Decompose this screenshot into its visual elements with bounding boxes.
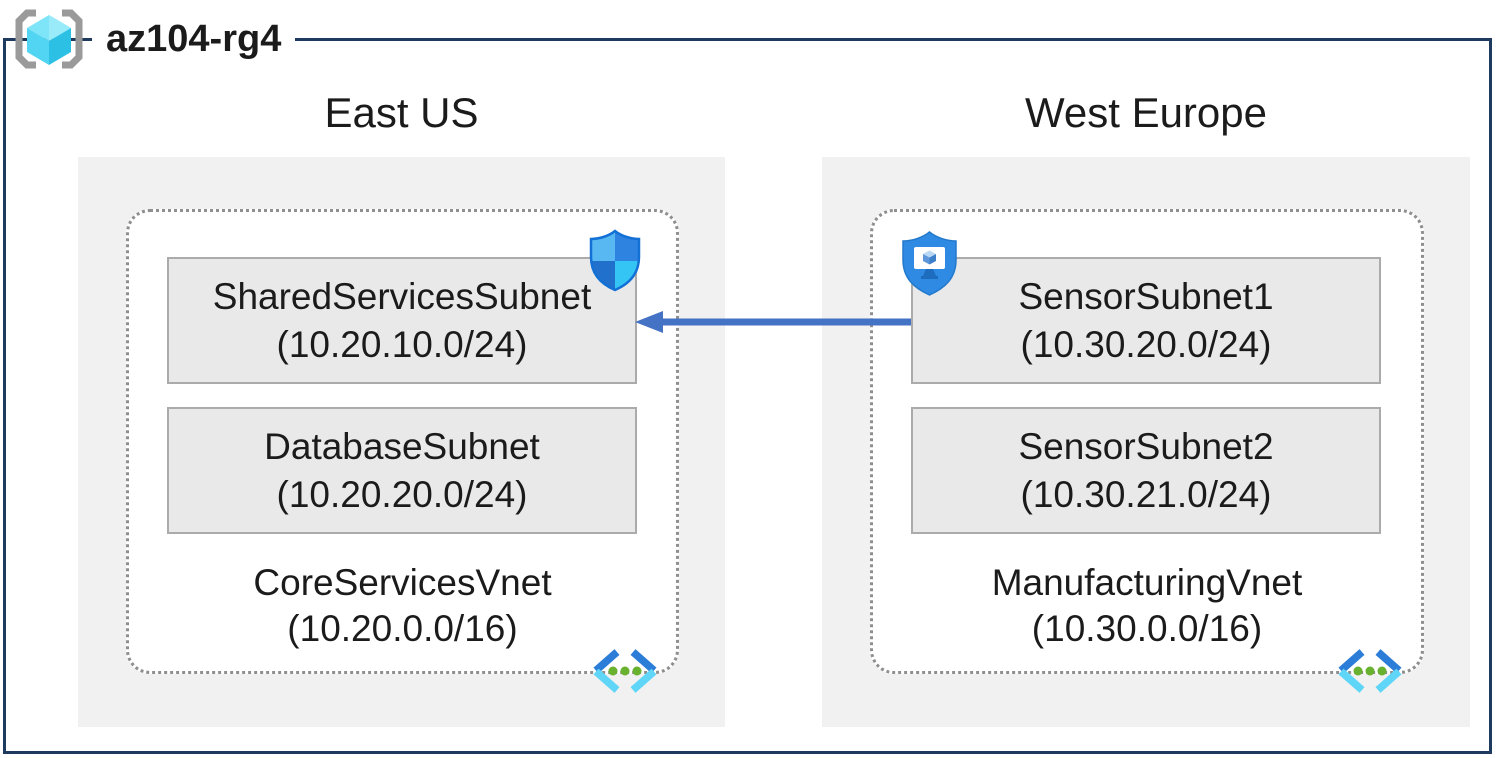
virtual-network-icon: [593, 649, 657, 693]
resource-group-header: az104-rg4: [10, 6, 296, 72]
vnet-name: ManufacturingVnet: [991, 562, 1303, 603]
shield-monitor-icon: [902, 231, 957, 296]
resource-group-title: az104-rg4: [92, 7, 296, 71]
resource-group-boundary: [3, 38, 1492, 754]
vnet-coreservices: SharedServicesSubnet (10.20.10.0/24) Dat…: [126, 209, 679, 693]
subnet-name: SensorSubnet2: [1018, 425, 1274, 467]
virtual-network-icon: [1338, 649, 1402, 693]
subnet-cidr: (10.30.20.0/24): [1020, 323, 1272, 365]
subnet-name: DatabaseSubnet: [264, 425, 540, 467]
resource-group-icon: [15, 9, 83, 69]
region-label-east-us: East US: [324, 89, 479, 136]
vnet-label-manufacturing: ManufacturingVnet (10.30.0.0/16): [873, 560, 1421, 652]
vnet-cidr: (10.30.0.0/16): [1031, 608, 1263, 649]
vnet-manufacturing: SensorSubnet1 (10.30.20.0/24) SensorSubn…: [870, 209, 1424, 693]
region-label-west-europe: West Europe: [1024, 89, 1267, 136]
subnet-name: SharedServicesSubnet: [212, 275, 592, 317]
subnet-cidr: (10.20.20.0/24): [276, 473, 528, 515]
subnet-sharedservices: SharedServicesSubnet (10.20.10.0/24): [167, 257, 637, 384]
subnet-cidr: (10.30.21.0/24): [1020, 473, 1272, 515]
peering-traffic-arrow: [635, 311, 911, 333]
vnet-label-coreservices: CoreServicesVnet (10.20.0.0/16): [129, 560, 676, 652]
subnet-database: DatabaseSubnet (10.20.20.0/24): [167, 407, 637, 534]
subnet-sensor2: SensorSubnet2 (10.30.21.0/24): [911, 407, 1381, 534]
vnet-cidr: (10.20.0.0/16): [287, 608, 518, 649]
vnet-name: CoreServicesVnet: [253, 562, 552, 603]
subnet-cidr: (10.20.10.0/24): [276, 323, 528, 365]
subnet-name: SensorSubnet1: [1018, 275, 1274, 317]
region-east-us: SharedServicesSubnet (10.20.10.0/24) Dat…: [78, 157, 725, 727]
subnet-sensor1: SensorSubnet1 (10.30.20.0/24): [911, 257, 1381, 384]
defender-shield-icon: [589, 229, 641, 292]
